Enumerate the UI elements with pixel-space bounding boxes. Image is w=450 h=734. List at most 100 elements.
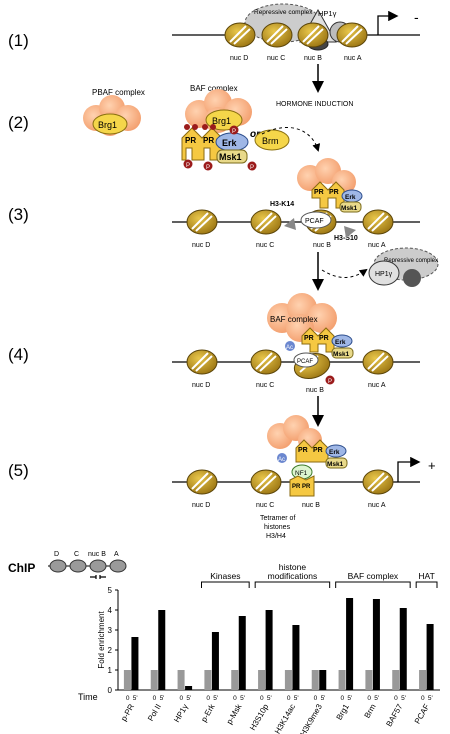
svg-text:P: P (232, 129, 236, 135)
time-tick-label: 0 (314, 695, 318, 702)
svg-text:PR: PR (302, 484, 311, 490)
svg-text:nuc C: nuc C (256, 242, 274, 249)
bar-PCAF-0 (419, 670, 427, 690)
time-tick-label: 5' (428, 695, 433, 702)
nucleosome (362, 469, 394, 495)
svg-text:Erk: Erk (335, 339, 346, 346)
bar-p-Msk-0 (231, 670, 239, 690)
svg-text:nuc C: nuc C (256, 502, 274, 509)
h3k14-label: H3-K14 (270, 201, 294, 208)
svg-text:Msk1: Msk1 (219, 152, 242, 162)
bar-Pol II-5' (158, 610, 166, 690)
step-5-chromatin: PR PR Erk Msk1 Ac NF1 PR PR nuc D nuc C … (172, 415, 436, 540)
svg-text:C: C (74, 551, 79, 558)
baf-complex: BAF complex Brg1 (185, 84, 252, 133)
nuc-b-label: nuc B (304, 55, 322, 62)
svg-text:nuc D: nuc D (192, 502, 210, 509)
svg-text:NF1: NF1 (295, 470, 308, 477)
tetramer-line-2: histones (264, 524, 291, 531)
y-axis-label: Fold enrichment (97, 611, 106, 669)
svg-text:Msk1: Msk1 (341, 205, 358, 212)
nucleosome (250, 349, 282, 375)
step-label-4: (4) (8, 345, 29, 364)
svg-text:Repressive complex: Repressive complex (254, 9, 313, 16)
time-tick-label: 0 (180, 695, 184, 702)
svg-text:Repressive complex: Repressive complex (384, 258, 438, 264)
time-tick-label: 5' (347, 695, 352, 702)
category-label: Brg1 (335, 702, 352, 722)
recruitment-arrow (261, 126, 321, 152)
y-tick-label: 0 (108, 686, 113, 695)
group-label: Kinases (210, 571, 240, 581)
category-label: BAF57 (384, 702, 404, 728)
nucleosome (186, 469, 218, 495)
svg-text:P: P (206, 165, 210, 171)
step-label-2: (2) (8, 113, 29, 132)
time-tick-label: 5' (240, 695, 245, 702)
time-tick-label: 0 (287, 695, 291, 702)
svg-text:PR: PR (329, 189, 339, 196)
nuc-c-label: nuc C (267, 55, 285, 62)
svg-text:PR: PR (319, 335, 329, 342)
category-label: H3K9me3 (298, 702, 324, 734)
nucleosome (297, 22, 329, 48)
svg-text:PR: PR (314, 189, 324, 196)
time-tick-label: 5' (294, 695, 299, 702)
svg-text:Erk: Erk (345, 194, 356, 201)
time-tick-label: 5' (374, 695, 379, 702)
svg-text:P: P (328, 379, 332, 385)
svg-text:BAF complex: BAF complex (190, 84, 238, 93)
time-tick-label: 5' (186, 695, 191, 702)
time-tick-label: 5' (267, 695, 272, 702)
time-tick-label: 0 (341, 695, 345, 702)
bar-H3K9me3-5' (319, 670, 327, 690)
nuc-d-label: nuc D (230, 55, 248, 62)
group-label: HAT (418, 571, 434, 581)
category-label: Brm (363, 702, 378, 719)
time-tick-label: 0 (153, 695, 157, 702)
time-tick-label: 5' (133, 695, 138, 702)
svg-text:P: P (186, 163, 190, 169)
svg-text:nuc B: nuc B (306, 387, 324, 394)
time-tick-label: 0 (394, 695, 398, 702)
nucleosome (250, 209, 282, 235)
svg-text:P: P (250, 165, 254, 171)
svg-text:nuc A: nuc A (368, 502, 386, 509)
time-tick-label: 0 (260, 695, 264, 702)
category-label: p-PR (119, 702, 136, 722)
svg-text:PCAF: PCAF (297, 359, 313, 365)
nucleosome (362, 349, 394, 375)
time-tick-label: 0 (126, 695, 130, 702)
bar-Brm-0 (365, 670, 373, 690)
nuc-a-label: nuc A (344, 55, 362, 62)
svg-text:PR: PR (304, 335, 314, 342)
time-tick-label: 5' (401, 695, 406, 702)
bar-p-PR-5' (131, 637, 139, 690)
step-4-chromatin: BAF complex PR PR Erk Msk1 Ac PCAF P nuc… (172, 293, 420, 394)
svg-text:Ac: Ac (286, 345, 293, 351)
bar-p-PR-0 (123, 670, 131, 690)
svg-text:Erk: Erk (222, 138, 238, 148)
hormone-induction-label: HORMONE INDUCTION (276, 101, 353, 108)
svg-text:nuc A: nuc A (368, 242, 386, 249)
nucleosome (362, 209, 394, 235)
or-label: or (250, 129, 261, 140)
nucleosome (186, 349, 218, 375)
category-label: p-Erk (199, 702, 217, 724)
svg-text:PCAF: PCAF (305, 218, 324, 225)
step-label-1: (1) (8, 31, 29, 50)
svg-text:PR: PR (313, 447, 323, 454)
time-tick-label: 0 (367, 695, 371, 702)
step-label-3: (3) (8, 205, 29, 224)
time-tick-label: 5' (213, 695, 218, 702)
group-bracket (201, 581, 250, 588)
bar-H3K14ac-0 (284, 670, 292, 690)
chip-map: ChIP D C nuc B A (8, 551, 127, 579)
svg-text:nuc D: nuc D (192, 242, 210, 249)
y-tick-label: 1 (108, 666, 113, 675)
svg-text:A: A (114, 551, 119, 558)
svg-text:nuc C: nuc C (256, 382, 274, 389)
svg-text:nuc B: nuc B (302, 502, 320, 509)
